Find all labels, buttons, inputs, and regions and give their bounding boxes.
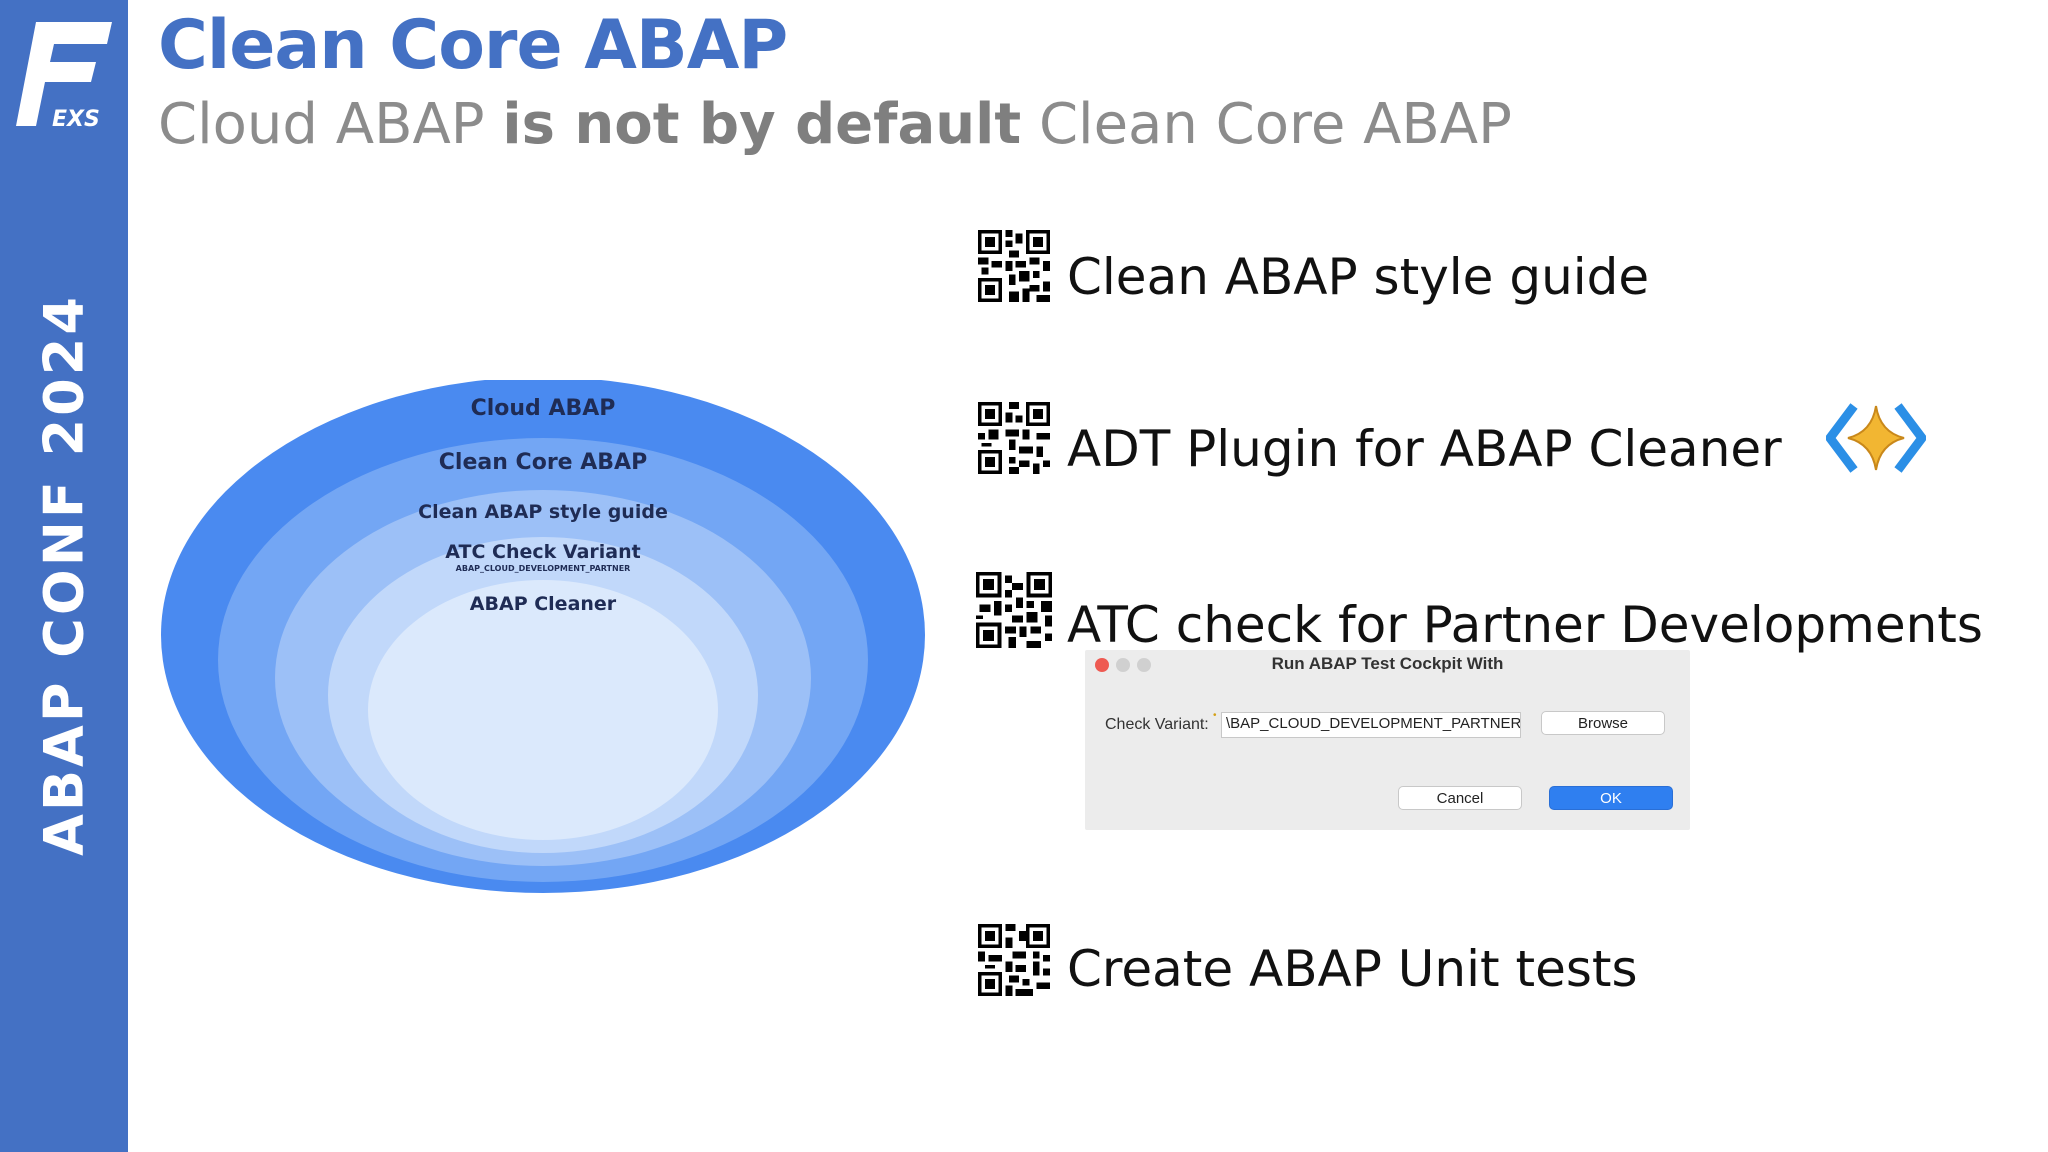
label-abap-cleaner: ABAP Cleaner — [470, 593, 617, 615]
nested-ellipse-diagram: Cloud ABAP Clean Core ABAP Clean ABAP st… — [161, 380, 925, 893]
layer-abap-cleaner — [368, 580, 718, 840]
check-variant-label: Check Variant: — [1105, 716, 1209, 733]
maximize-window-icon[interactable] — [1137, 658, 1151, 672]
label-cloud-abap: Cloud ABAP — [471, 396, 616, 421]
cancel-button[interactable]: Cancel — [1398, 786, 1522, 810]
qr-code-icon — [976, 572, 1052, 648]
item-style-guide[interactable]: Clean ABAP style guide — [1067, 248, 1650, 306]
subtitle-part-2: Clean Core ABAP — [1021, 92, 1512, 157]
close-window-icon[interactable] — [1095, 658, 1109, 672]
subtitle-part-1: Cloud ABAP — [158, 92, 503, 157]
label-style-guide: Clean ABAP style guide — [418, 501, 668, 523]
check-variant-input[interactable]: \BAP_CLOUD_DEVELOPMENT_PARTNER — [1221, 712, 1521, 738]
sidebar: EXS ABAP CONF 2024 — [0, 0, 128, 1152]
conference-label: ABAP CONF 2024 — [32, 294, 96, 856]
subtitle-emphasis: is not by default — [502, 92, 1022, 157]
label-clean-core-abap: Clean Core ABAP — [439, 450, 647, 475]
svg-text:EXS: EXS — [52, 107, 100, 132]
browse-button[interactable]: Browse — [1541, 711, 1665, 735]
qr-code-icon — [978, 402, 1050, 474]
page-subtitle: Cloud ABAP is not by default Clean Core … — [158, 92, 1512, 157]
item-unit-tests[interactable]: Create ABAP Unit tests — [1067, 940, 1638, 998]
fexs-logo: EXS — [16, 22, 112, 132]
page-title: Clean Core ABAP — [158, 6, 788, 85]
lightbulb-hint-icon: • — [1213, 710, 1217, 721]
qr-code-icon — [978, 230, 1050, 302]
dialog-titlebar: Run ABAP Test Cockpit With — [1085, 650, 1690, 680]
qr-code-icon — [978, 924, 1050, 996]
label-atc-check-variant: ATC Check Variant — [445, 541, 640, 563]
item-adt-plugin[interactable]: ADT Plugin for ABAP Cleaner — [1067, 420, 1782, 478]
atc-dialog: Run ABAP Test Cockpit With Check Variant… — [1085, 650, 1690, 830]
dialog-title: Run ABAP Test Cockpit With — [1271, 654, 1504, 673]
abap-cleaner-icon — [1826, 403, 1926, 473]
ok-button[interactable]: OK — [1549, 786, 1673, 810]
item-atc-check[interactable]: ATC check for Partner Developments — [1067, 596, 1983, 654]
minimize-window-icon[interactable] — [1116, 658, 1130, 672]
label-atc-variant-name: ABAP_CLOUD_DEVELOPMENT_PARTNER — [456, 564, 631, 573]
